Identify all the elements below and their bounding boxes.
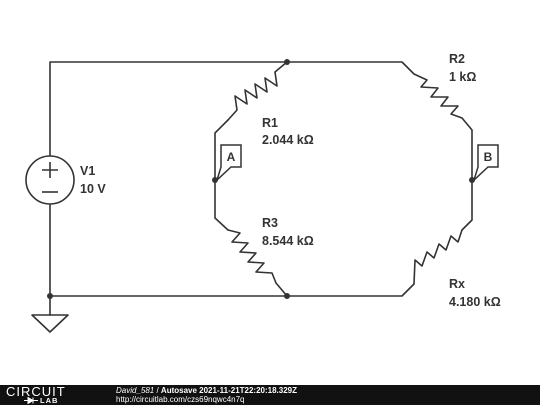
probe-b-label: B: [484, 150, 493, 164]
node-ground: [47, 293, 53, 299]
r2-name: R2: [449, 52, 465, 66]
wire-left-branch: [214, 61, 288, 297]
logo-text-bottom: LAB: [40, 396, 59, 405]
r3-value: 8.544 kΩ: [262, 234, 314, 248]
r1-value: 2.044 kΩ: [262, 133, 314, 147]
node-top: [284, 59, 290, 65]
wire-top-left: [49, 61, 288, 156]
r2-value: 1 kΩ: [449, 70, 476, 84]
rx-value: 4.180 kΩ: [449, 295, 501, 309]
footer-url-line: http://circuitlab.com/czs69nqwc4n7q: [116, 395, 245, 404]
wire-bottom: [49, 204, 415, 297]
footer-separator: /: [154, 386, 161, 395]
resistor-r2-symbol[interactable]: [413, 73, 463, 119]
wire-top-right: [286, 61, 415, 75]
ground-icon: [31, 314, 69, 333]
node-a: [212, 177, 218, 183]
circuit-schematic: A B V1 10 V R1 2.044 kΩ R2 1 kΩ R3 8.544…: [25, 52, 501, 333]
wires: [49, 61, 473, 316]
footer-title: Autosave 2021-11-21T22:20:18.329Z: [160, 386, 298, 395]
probe-a-label: A: [227, 150, 236, 164]
probe-a[interactable]: A: [215, 144, 242, 183]
node-b: [469, 177, 475, 183]
rx-name: Rx: [449, 277, 465, 291]
footer-title-line: David_581 / Autosave 2021-11-21T22:20:18…: [116, 386, 297, 395]
probe-b[interactable]: B: [472, 144, 499, 183]
logo-text-top: CIRCUIT: [6, 384, 66, 399]
footer-url[interactable]: http://circuitlab.com/czs69nqwc4n7q: [116, 395, 245, 404]
circuitlab-logo[interactable]: CIRCUIT LAB: [4, 384, 108, 405]
footer-bar: CIRCUIT LAB David_581 / Autosave 2021-11…: [0, 384, 540, 405]
v1-value: 10 V: [80, 182, 106, 196]
r1-name: R1: [262, 116, 278, 130]
voltage-source-v1[interactable]: [25, 155, 75, 205]
footer-user[interactable]: David_581: [116, 386, 155, 395]
v1-name: V1: [80, 164, 95, 178]
logo-diode-icon: [24, 397, 38, 404]
r3-name: R3: [262, 216, 278, 230]
resistor-r3-symbol[interactable]: [227, 229, 277, 284]
wire-right-branch: [461, 117, 473, 231]
resistor-r1-symbol[interactable]: [227, 71, 278, 121]
resistor-rx-symbol[interactable]: [413, 229, 463, 285]
node-bottom: [284, 293, 290, 299]
